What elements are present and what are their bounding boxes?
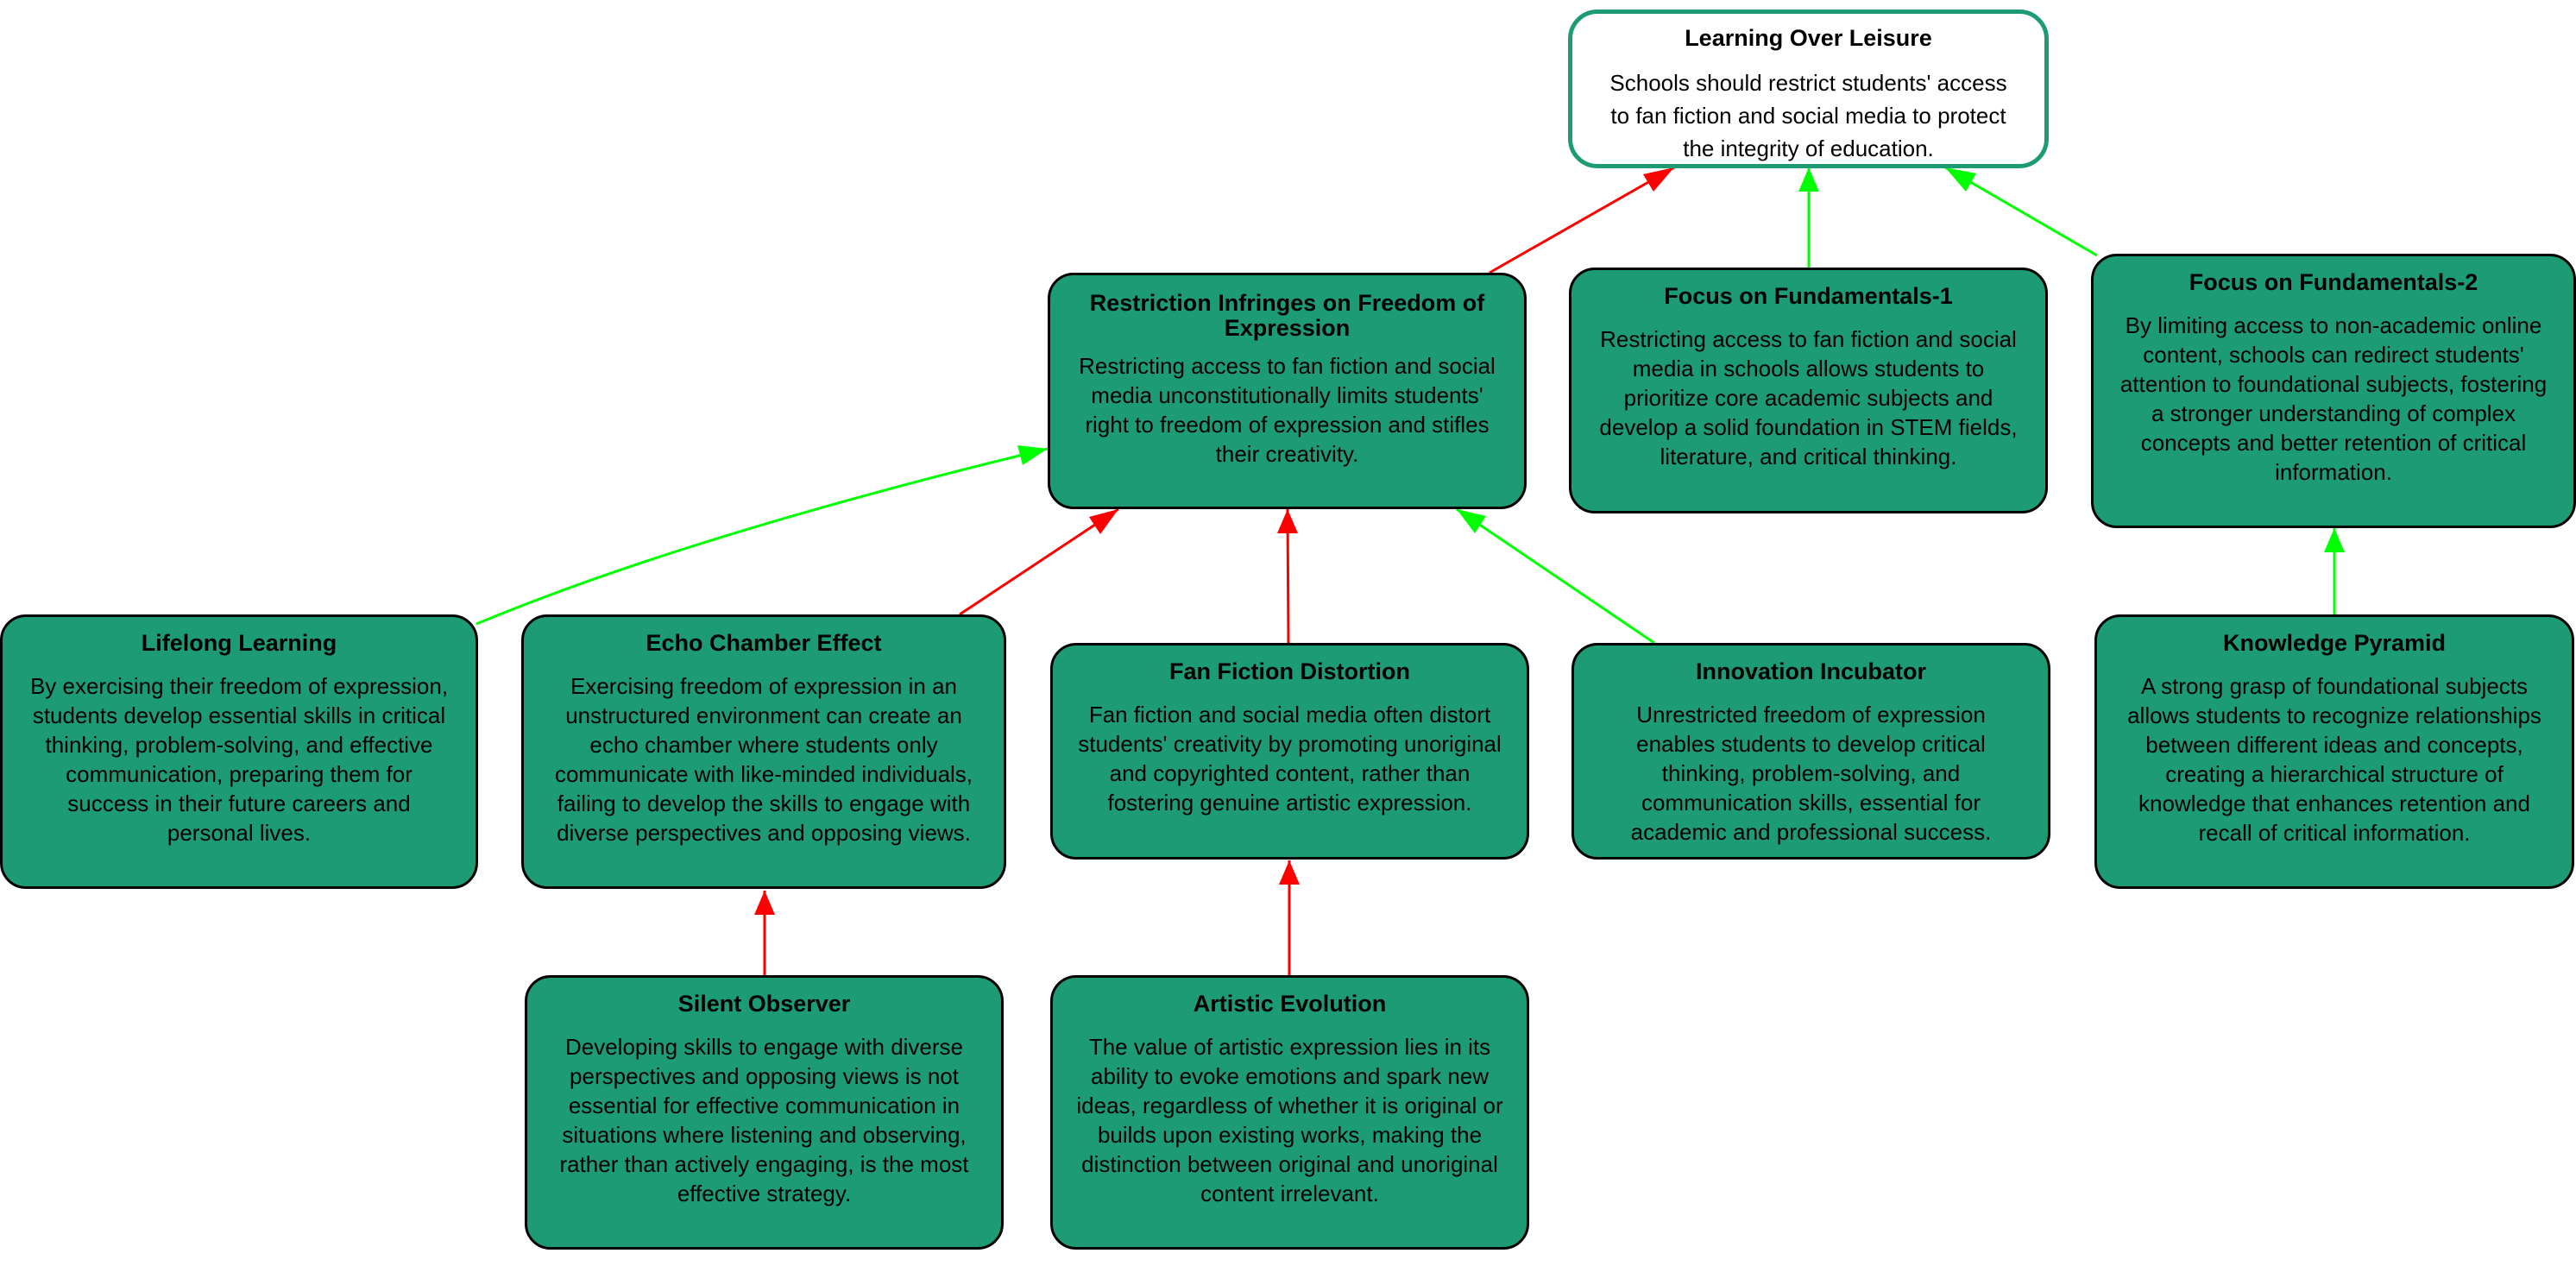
node-title: Focus on Fundamentals-2: [2189, 269, 2478, 295]
argument-node-silent-observer[interactable]: Silent Observer Developing skills to eng…: [525, 975, 1004, 1250]
node-title: Artistic Evolution: [1193, 991, 1387, 1017]
arrowhead-restriction-to-root: [1643, 167, 1674, 192]
node-body: The value of artistic expression lies in…: [1076, 1034, 1503, 1206]
node-body: Schools should restrict students' access…: [1609, 70, 2007, 161]
node-title: Knowledge Pyramid: [2222, 630, 2447, 656]
edge-restriction-attacks-root: [1489, 166, 1675, 274]
node-title: Restriction Infringes on Freedom of Expr…: [1089, 290, 1485, 341]
node-title: Silent Observer: [677, 991, 851, 1017]
node-title: Lifelong Learning: [141, 630, 337, 656]
node-body: Restricting access to fan fiction and so…: [1079, 353, 1496, 467]
arrowhead-lifelong-to-restriction: [1017, 445, 1048, 465]
edge-innovation-supports-restriction: [1456, 507, 1655, 645]
claim-node-learning-over-leisure[interactable]: Learning Over Leisure Schools should res…: [1568, 9, 2049, 168]
arrowhead-knowledge-to-focus2: [2324, 528, 2345, 552]
argument-node-fan-fiction-distortion[interactable]: Fan Fiction Distortion Fan fiction and s…: [1050, 643, 1529, 860]
argument-node-lifelong-learning[interactable]: Lifelong Learning By exercising their fr…: [0, 614, 478, 889]
node-body: Developing skills to engage with diverse…: [559, 1034, 969, 1206]
argument-node-echo-chamber-effect[interactable]: Echo Chamber Effect Exercising freedom o…: [521, 614, 1006, 889]
node-body: By exercising their freedom of expressio…: [29, 673, 449, 846]
node-body: Fan fiction and social media often disto…: [1078, 702, 1502, 816]
argument-node-focus-on-fundamentals-2[interactable]: Focus on Fundamentals-2 By limiting acce…: [2091, 254, 2576, 528]
node-title: Focus on Fundamentals-1: [1664, 283, 1953, 309]
argument-node-innovation-incubator[interactable]: Innovation Incubator Unrestricted freedo…: [1571, 643, 2050, 860]
argument-node-focus-on-fundamentals-1[interactable]: Focus on Fundamentals-1 Restricting acce…: [1569, 268, 2048, 513]
arrowhead-fanfic-to-restriction: [1277, 509, 1298, 533]
node-body: A strong grasp of foundational subjects …: [2127, 673, 2541, 846]
node-body: Restricting access to fan fiction and so…: [1599, 326, 2018, 469]
node-title: Fan Fiction Distortion: [1169, 658, 1410, 684]
node-body: Unrestricted freedom of expression enabl…: [1630, 702, 1992, 845]
arrowhead-focus1-to-root: [1798, 167, 1819, 192]
node-title: Innovation Incubator: [1696, 658, 1926, 684]
node-body: By limiting access to non-academic onlin…: [2119, 312, 2548, 485]
arrowhead-silent-to-echo: [754, 891, 775, 915]
node-body: Exercising freedom of expression in an u…: [554, 673, 973, 846]
arrowhead-artistic-to-fanfic: [1279, 860, 1300, 885]
arrowhead-echo-to-restriction: [1089, 509, 1118, 534]
argument-node-artistic-evolution[interactable]: Artistic Evolution The value of artistic…: [1050, 975, 1529, 1250]
edge-lifelong-supports-restriction: [476, 447, 1049, 626]
edge-echo-attacks-restriction: [959, 507, 1119, 616]
arrowhead-innovation-to-restriction: [1457, 509, 1486, 533]
argument-node-restriction-infringes[interactable]: Restriction Infringes on Freedom of Expr…: [1048, 273, 1527, 509]
node-title: Echo Chamber Effect: [646, 630, 882, 656]
arrowhead-focus2-to-root: [1945, 167, 1976, 192]
argument-node-knowledge-pyramid[interactable]: Knowledge Pyramid A strong grasp of foun…: [2094, 614, 2574, 889]
node-title: Learning Over Leisure: [1685, 25, 1932, 51]
